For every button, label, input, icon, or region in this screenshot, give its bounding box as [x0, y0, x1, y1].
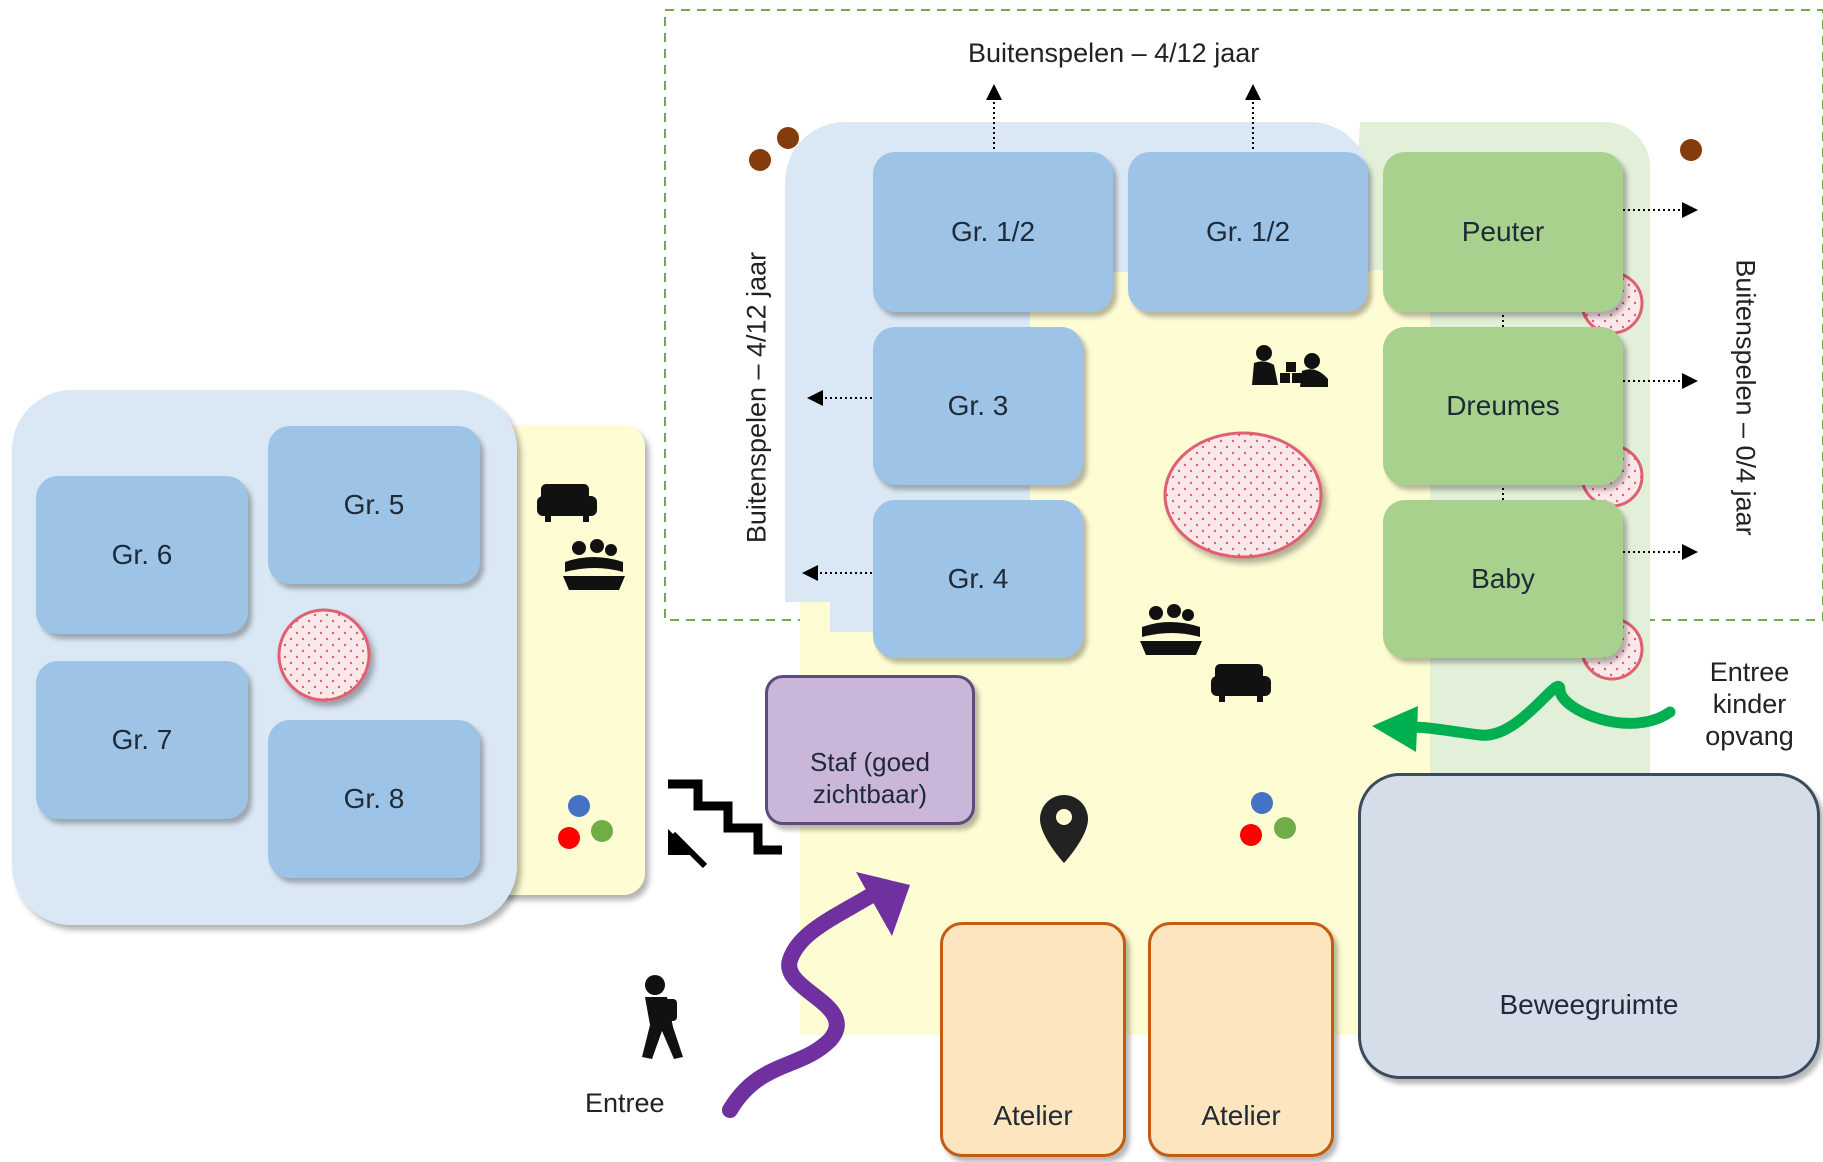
entrance-arrow-head: [856, 872, 910, 936]
room-atelier-1[interactable]: Atelier: [940, 922, 1126, 1157]
room-peuter[interactable]: Peuter: [1383, 152, 1623, 312]
room-gr6[interactable]: Gr. 6: [36, 476, 248, 634]
room-label: Gr. 5: [343, 489, 405, 520]
room-dreumes[interactable]: Dreumes: [1383, 327, 1623, 485]
room-label: Gr. 1/2: [950, 216, 1036, 247]
stairs-icon: [668, 779, 782, 869]
room-label: Baby: [1471, 563, 1535, 594]
room-label: Staf (goed zichtbaar): [810, 747, 930, 809]
room-label: Gr. 4: [947, 563, 1009, 594]
childcare-entrance-label: Entree kinder opvang: [1705, 657, 1794, 751]
outdoor-play-area: [664, 9, 1823, 621]
walking-child-icon: [642, 975, 683, 1059]
room-baby[interactable]: Baby: [1383, 500, 1623, 658]
outdoor-label-left: Buitenspelen – 4/12 jaar: [741, 251, 772, 544]
childcare-entrance-arrow-head: [1372, 706, 1418, 752]
room-gr7[interactable]: Gr. 7: [36, 661, 248, 819]
room-label: Gr. 7: [111, 724, 173, 755]
outdoor-label-top: Buitenspelen – 4/12 jaar: [968, 38, 1260, 68]
toys-icon: [1252, 345, 1328, 387]
reading-children-icon: [1140, 604, 1202, 655]
play-dots-icon: [558, 795, 613, 849]
tree-icon: [1680, 139, 1702, 161]
room-beweegruimte[interactable]: Beweegruimte: [1358, 773, 1820, 1079]
room-gr12-a[interactable]: Gr. 1/2: [873, 152, 1113, 312]
room-label: Gr. 1/2: [1205, 216, 1291, 247]
sofa-icon: [537, 484, 597, 522]
play-dots-icon: [1240, 792, 1296, 846]
room-label: Peuter: [1461, 216, 1545, 247]
entrance-label: Entree: [585, 1088, 665, 1118]
room-atelier-2[interactable]: Atelier: [1148, 922, 1334, 1157]
upper-wing-play-circle: [277, 608, 371, 702]
tree-icon: [749, 149, 771, 171]
childcare-entrance-arrow: [1394, 681, 1676, 741]
room-label: Dreumes: [1446, 390, 1560, 421]
entrance-arrow: [722, 882, 888, 1118]
room-label: Gr. 8: [343, 783, 405, 814]
room-label: Atelier: [1201, 1100, 1281, 1131]
room-gr3[interactable]: Gr. 3: [873, 327, 1083, 485]
room-label: Beweegruimte: [1499, 989, 1679, 1020]
outdoor-label-right: Buitenspelen – 0/4 jaar: [1730, 259, 1761, 536]
central-play-circle: [1163, 431, 1323, 559]
room-label: Gr. 6: [111, 539, 173, 570]
tree-icon: [777, 127, 799, 149]
room-label: Gr. 3: [947, 390, 1009, 421]
location-pin-icon: [1040, 795, 1088, 863]
reading-children-icon: [563, 539, 625, 590]
room-gr8[interactable]: Gr. 8: [268, 720, 480, 878]
room-gr5[interactable]: Gr. 5: [268, 426, 480, 584]
room-label: Atelier: [993, 1100, 1073, 1131]
room-staff[interactable]: Staf (goed zichtbaar): [765, 675, 975, 825]
room-gr12-b[interactable]: Gr. 1/2: [1128, 152, 1368, 312]
sofa-icon: [1211, 664, 1271, 702]
room-gr4[interactable]: Gr. 4: [873, 500, 1083, 658]
